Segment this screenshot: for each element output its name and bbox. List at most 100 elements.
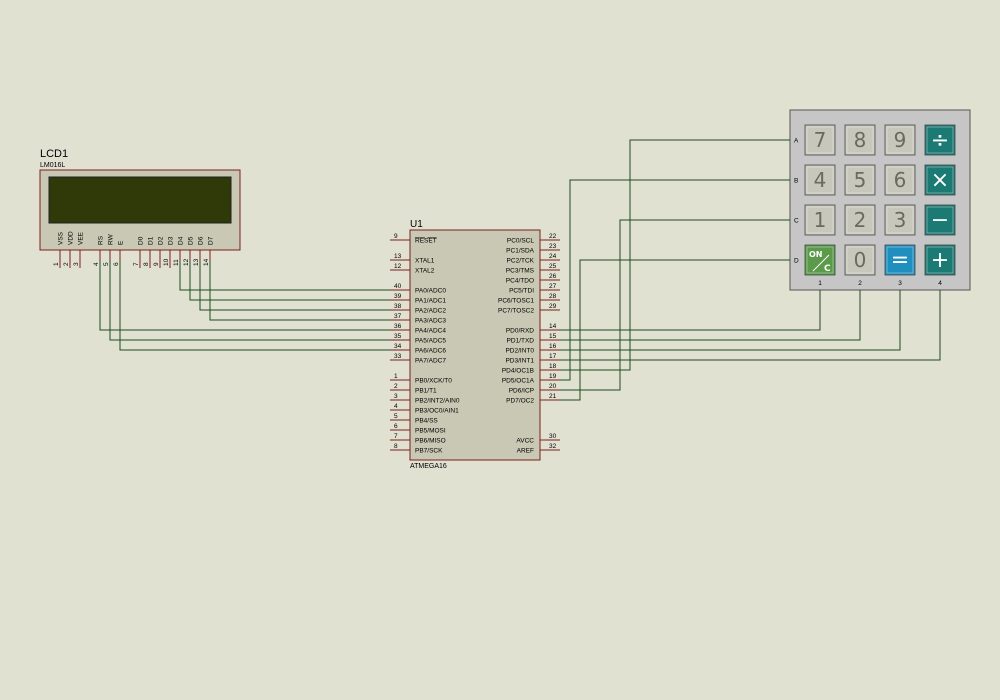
wire-rowA-pd5 xyxy=(560,139,790,371)
lcd-pins: VSS1VDD2VEE3RS4RW5E6D07D18D29D310D411D51… xyxy=(53,231,215,268)
mcu-pin-number: 27 xyxy=(549,283,557,290)
keypad-key-face xyxy=(804,204,836,236)
lcd-pin-number: 9 xyxy=(153,262,160,266)
mcu-pin-name: PB5/MOSI xyxy=(415,428,446,435)
mcu-body xyxy=(409,229,541,461)
mcu-pin-name: PB0/XCK/T0 xyxy=(415,378,452,385)
keypad-key[interactable]: ONC xyxy=(804,244,836,276)
wire-rowB-pd6 xyxy=(560,179,790,381)
mcu-pin-number: 24 xyxy=(549,253,557,260)
mcu-pin-number: 21 xyxy=(549,393,557,400)
mcu-pin-number: 5 xyxy=(394,413,398,420)
lcd-pin-number: 4 xyxy=(93,262,100,266)
mcu-pin-number: 3 xyxy=(394,393,398,400)
keypad-key-bevel xyxy=(926,126,954,154)
mcu-pin-name: PB1/T1 xyxy=(415,388,437,395)
mcu-right-pins: 22PC0/SCL23PC1/SDA24PC2/TCK25PC3/TMS26PC… xyxy=(498,233,560,455)
mcu-pin-number: 22 xyxy=(549,233,557,240)
keypad-key-bevel xyxy=(926,166,954,194)
keypad-key[interactable]: 3 xyxy=(884,204,916,236)
mcu-pin-number: 8 xyxy=(394,443,398,450)
keypad-key-bevel xyxy=(846,166,874,194)
keypad-key-bevel xyxy=(806,246,834,274)
mcu-pin-number: 9 xyxy=(394,233,398,240)
lcd-pin-number: 3 xyxy=(73,262,80,266)
keypad-key-face xyxy=(804,244,836,276)
mcu-pin-name: PD0/RXD xyxy=(506,328,534,335)
lcd-pin-number: 12 xyxy=(183,258,190,266)
keypad-key-bevel xyxy=(846,246,874,274)
mcu-pin-number: 23 xyxy=(549,243,557,250)
keypad-key[interactable]: − xyxy=(924,204,956,236)
keypad-key-bevel xyxy=(806,166,834,194)
keypad-key[interactable]: ÷ xyxy=(924,124,956,156)
keypad-key[interactable]: 6 xyxy=(884,164,916,196)
keypad-key[interactable]: + xyxy=(924,244,956,276)
keypad-key[interactable]: 7 xyxy=(804,124,836,156)
lcd-pin-name: D5 xyxy=(188,236,195,245)
mcu-pin-name: PD7/OC2 xyxy=(506,398,534,405)
wire-col2-pd1 xyxy=(560,290,861,341)
keypad-key-face xyxy=(884,124,916,156)
keypad-key[interactable]: 8 xyxy=(844,124,876,156)
keypad-key-label: 8 xyxy=(854,128,867,152)
keypad-row-label: A xyxy=(794,138,799,145)
mcu-pin-number: 7 xyxy=(394,433,398,440)
wire-d6-pa2 xyxy=(199,260,390,311)
mcu-pin-name: XTAL1 xyxy=(415,258,435,265)
mcu-component[interactable]: U1 ATMEGA16 9RESET13XTAL112XTAL240PA0/AD… xyxy=(390,219,560,470)
mcu-pin-number: 28 xyxy=(549,293,557,300)
mcu-pin-number: 26 xyxy=(549,273,557,280)
keypad-key-bevel xyxy=(846,206,874,234)
keypad-key[interactable]: 4 xyxy=(804,164,836,196)
keypad-key-face xyxy=(844,124,876,156)
mcu-pin-number: 33 xyxy=(394,353,402,360)
mcu-pin-number: 6 xyxy=(394,423,398,430)
wire-rw-pa5 xyxy=(109,260,390,341)
mcu-pin-name: PC1/SDA xyxy=(506,248,534,255)
keypad-key-label: 3 xyxy=(894,208,907,232)
mcu-pin-name: PB4/SS xyxy=(415,418,438,425)
mcu-pin-name: PB2/INT2/AIN0 xyxy=(415,398,460,405)
mcu-pin-name: PB7/SCK xyxy=(415,448,443,455)
keypad-row-label: B xyxy=(794,178,798,185)
mcu-pin-number: 14 xyxy=(549,323,557,330)
keypad-key[interactable]: 0 xyxy=(844,244,876,276)
mcu-pin-name: PC0/SCL xyxy=(507,238,534,245)
mcu-pin-number: 37 xyxy=(394,313,402,320)
mcu-pin-number: 16 xyxy=(549,343,557,350)
keypad-key[interactable]: 5 xyxy=(844,164,876,196)
wire-rowD-pd7b xyxy=(560,259,790,401)
keypad-key-label-bottom: C xyxy=(824,264,831,274)
mcu-pin-number: 4 xyxy=(394,403,398,410)
keypad-key-face xyxy=(804,124,836,156)
mcu-left-pins: 9RESET13XTAL112XTAL240PA0/ADC039PA1/ADC1… xyxy=(390,233,460,455)
keypad-key-bevel xyxy=(926,246,954,274)
lcd-pin-name: D4 xyxy=(178,236,185,245)
mcu-pin-number: 13 xyxy=(394,253,402,260)
keypad-key-label: 7 xyxy=(814,128,827,152)
mcu-pin-name: PD5/OC1A xyxy=(502,378,535,385)
lcd-pin-name: D1 xyxy=(148,236,155,245)
lcd-pin-name: VDD xyxy=(68,231,75,245)
mcu-pin-name: PC3/TMS xyxy=(506,268,535,275)
mcu-pin-name: PC5/TDI xyxy=(509,288,534,295)
keypad-key-bevel xyxy=(886,126,914,154)
keypad-key[interactable]: 9 xyxy=(884,124,916,156)
mcu-pin-name: PA7/ADC7 xyxy=(415,358,446,365)
mcu-pin-number: 19 xyxy=(549,373,557,380)
keypad-key[interactable]: = xyxy=(884,244,916,276)
keypad-key[interactable]: 1 xyxy=(804,204,836,236)
lcd-pin-number: 7 xyxy=(133,262,140,266)
lcd-component[interactable]: LCD1 LM016L VSS1VDD2VEE3RS4RW5E6D07D18D2… xyxy=(39,148,241,268)
mcu-pin-number: 39 xyxy=(394,293,402,300)
keypad-key-face xyxy=(844,244,876,276)
keypad-key[interactable]: 2 xyxy=(844,204,876,236)
keypad-key[interactable]: × xyxy=(924,164,956,196)
lcd-pin-name: VEE xyxy=(78,231,85,245)
